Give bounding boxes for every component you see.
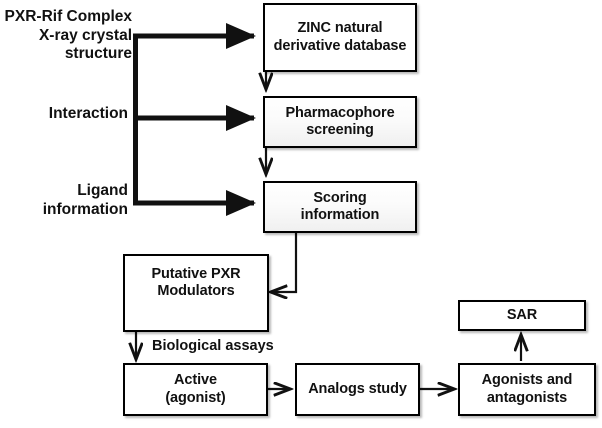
node-agonists-and-antagonists-label: Agonists and antagonists (481, 372, 573, 406)
node-sar[interactable]: SAR (458, 300, 586, 331)
edge-scoring-to-modulators (271, 233, 298, 292)
node-analogs-study[interactable]: Analogs study (295, 363, 420, 416)
node-scoring-information-label: Scoring information (300, 189, 380, 223)
edge-label-biological-assays: Biological assays (152, 338, 274, 354)
node-zinc-database[interactable]: ZINC natural derivative database (263, 3, 417, 72)
node-analogs-study-label: Analogs study (308, 380, 407, 397)
node-zinc-database-label: ZINC natural derivative database (273, 20, 407, 54)
node-sar-label: SAR (506, 306, 538, 323)
node-pharmacophore-screening[interactable]: Pharmacophore screening (263, 96, 417, 148)
node-putative-pxr-modulators-label: Putative PXR Modulators (151, 266, 241, 300)
node-agonists-and-antagonists[interactable]: Agonists and antagonists (458, 363, 596, 416)
input-label-crystal-structure: PXR-Rif Complex X-ray crystal structure (4, 8, 132, 63)
node-active-agonist-label: Active (agonist) (165, 372, 226, 406)
node-pharmacophore-screening-label: Pharmacophore screening (285, 104, 395, 138)
node-putative-pxr-modulators[interactable]: Putative PXR Modulators (123, 254, 269, 332)
node-active-agonist[interactable]: Active (agonist) (123, 363, 268, 416)
input-label-ligand-information: Ligand information (42, 182, 128, 218)
node-scoring-information[interactable]: Scoring information (263, 181, 417, 233)
input-label-interaction: Interaction (48, 105, 128, 122)
